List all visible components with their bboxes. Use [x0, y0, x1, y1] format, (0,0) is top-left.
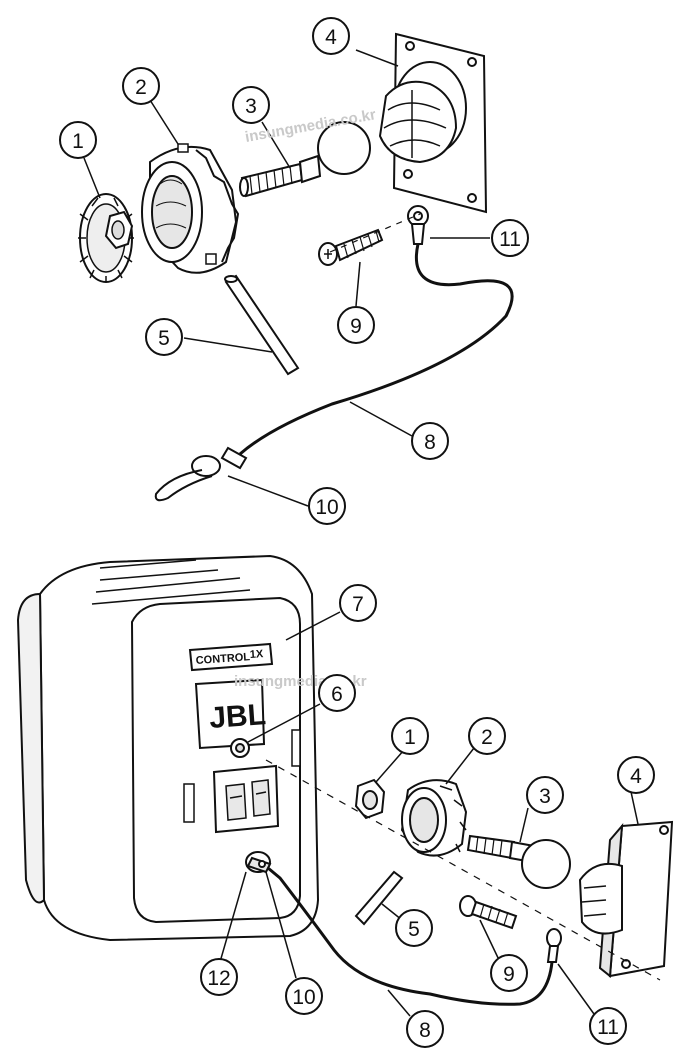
callout-2: 2: [122, 67, 160, 105]
callout-8-lower: 8: [406, 1010, 444, 1048]
svg-text:5: 5: [158, 327, 170, 350]
svg-text:11: 11: [499, 228, 521, 251]
svg-text:4: 4: [325, 26, 337, 49]
svg-text:3: 3: [539, 785, 551, 808]
callout-4-lower: 4: [617, 756, 655, 794]
svg-text:10: 10: [292, 986, 315, 1009]
pin-part: [224, 274, 300, 376]
callout-10-lower: 10: [285, 977, 323, 1015]
callout-8: 8: [411, 422, 449, 460]
callout-5: 5: [145, 318, 183, 356]
callout-10: 10: [308, 487, 346, 525]
callout-6-lower: 6: [318, 674, 356, 712]
svg-text:10: 10: [315, 496, 338, 519]
speaker-cabinet-part: [16, 554, 320, 942]
svg-text:7: 7: [352, 593, 364, 616]
speaker-model-suffix: 1X: [249, 648, 264, 661]
svg-text:8: 8: [424, 431, 436, 454]
knurled-ring-nut-part-lower: [400, 779, 468, 857]
svg-text:12: 12: [207, 967, 230, 990]
ball-stud-part: [239, 121, 371, 198]
svg-text:5: 5: [408, 918, 420, 941]
callout-4: 4: [312, 17, 350, 55]
callout-1: 1: [59, 121, 97, 159]
mounting-plate-part: [378, 32, 488, 214]
callout-2-lower: 2: [468, 717, 506, 755]
callout-3-lower: 3: [526, 776, 564, 814]
ball-stud-part-lower: [466, 834, 571, 889]
svg-text:11: 11: [597, 1016, 619, 1039]
top-callouts: 1 2 3 4 5 9 11 8: [59, 17, 529, 525]
svg-text:1: 1: [404, 726, 416, 749]
callout-9-lower: 9: [490, 954, 528, 992]
svg-text:3: 3: [245, 95, 257, 118]
callout-11-lower: 11: [589, 1007, 627, 1045]
screw-part-lower: [459, 895, 518, 930]
bottom-assembly: [16, 554, 674, 1006]
callout-9: 9: [337, 306, 375, 344]
svg-text:2: 2: [481, 726, 493, 749]
callout-1-lower: 1: [391, 717, 429, 755]
top-leader-lines: [83, 49, 490, 507]
svg-text:8: 8: [419, 1019, 431, 1042]
callout-3: 3: [232, 86, 270, 124]
knurled-ring-nut-part: [141, 143, 240, 274]
hex-nut-part: [354, 778, 386, 820]
top-assembly: [78, 32, 514, 502]
screw-part: [318, 228, 384, 266]
callout-12-lower: 12: [200, 958, 238, 996]
svg-text:2: 2: [135, 76, 147, 99]
svg-text:6: 6: [331, 683, 343, 706]
mounting-plate-part-lower: [578, 820, 674, 978]
bottom-leader-lines: [219, 611, 639, 1017]
svg-text:4: 4: [630, 765, 642, 788]
svg-text:9: 9: [350, 315, 362, 338]
pin-part-lower: [354, 870, 404, 926]
svg-text:1: 1: [72, 130, 84, 153]
bottom-callouts: 7 6 1 2 3 4 5 9: [200, 584, 655, 1048]
speaker-model-label: CONTROL: [195, 651, 250, 667]
lanyard-part-lower: [267, 866, 562, 1006]
callout-11: 11: [491, 219, 529, 257]
speaker-brand-logo: JBL: [208, 698, 267, 735]
callout-7-lower: 7: [339, 584, 377, 622]
svg-text:9: 9: [503, 963, 515, 986]
callout-5-lower: 5: [395, 909, 433, 947]
lanyard-part: [154, 205, 514, 502]
serrated-washer-part: [78, 193, 134, 283]
